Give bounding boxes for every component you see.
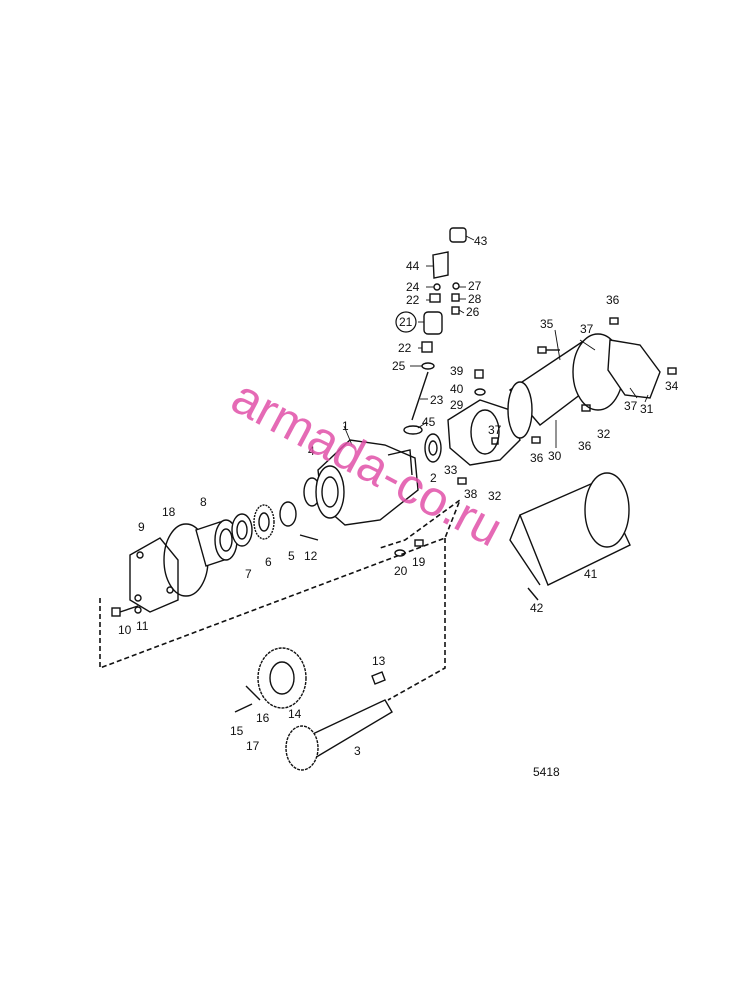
callout-31: 31 bbox=[640, 402, 654, 416]
callout-45: 45 bbox=[422, 415, 436, 429]
callout-11: 11 bbox=[136, 619, 149, 633]
part-25-washer bbox=[421, 362, 435, 370]
shaft-dashed-link bbox=[387, 538, 446, 701]
part-16-lockplate bbox=[245, 685, 261, 701]
diagram-reference-number: 5418 bbox=[533, 765, 560, 779]
part-41-sleeve bbox=[509, 472, 631, 586]
part-43-cap bbox=[449, 227, 467, 243]
part-24-nut bbox=[433, 283, 441, 291]
callout-6: 6 bbox=[265, 555, 272, 569]
callout-16: 16 bbox=[256, 711, 270, 725]
callout-labels: 1 2 3 4 5 6 7 8 9 10 11 12 13 14 15 16 1… bbox=[118, 234, 679, 758]
callout-21: 21 bbox=[399, 315, 413, 329]
part-21-body bbox=[423, 311, 443, 335]
callout-41: 41 bbox=[584, 567, 598, 581]
callout-22-lower: 22 bbox=[398, 341, 412, 355]
part-30-axle-tube bbox=[507, 333, 624, 439]
part-9-flange-plate bbox=[129, 537, 179, 613]
callout-2: 2 bbox=[430, 471, 437, 485]
callout-21-circle bbox=[395, 311, 417, 333]
part-5-ring bbox=[279, 501, 297, 527]
callout-37-right: 37 bbox=[624, 399, 638, 413]
callout-25: 25 bbox=[392, 359, 406, 373]
callout-10: 10 bbox=[118, 623, 132, 637]
callout-37-center: 37 bbox=[488, 423, 502, 437]
callout-7: 7 bbox=[245, 567, 252, 581]
callout-37-top: 37 bbox=[580, 322, 594, 336]
callout-35: 35 bbox=[540, 317, 554, 331]
callout-12: 12 bbox=[304, 549, 318, 563]
part-27-ball bbox=[452, 282, 460, 290]
part-22-bushing-upper bbox=[429, 293, 441, 303]
part-22-bushing-lower bbox=[421, 341, 433, 353]
callout-23: 23 bbox=[430, 393, 444, 407]
part-12-pin bbox=[299, 534, 319, 541]
callout-24: 24 bbox=[406, 280, 420, 294]
part-31-end-flange bbox=[607, 339, 661, 399]
part-14-gear bbox=[257, 647, 307, 709]
callout-14: 14 bbox=[288, 707, 302, 721]
part-13-key bbox=[371, 671, 386, 685]
part-26-plug bbox=[451, 306, 460, 315]
callout-36-top: 36 bbox=[606, 293, 620, 307]
part-28-spring bbox=[451, 293, 460, 302]
callout-20: 20 bbox=[394, 564, 408, 578]
callout-30: 30 bbox=[548, 449, 562, 463]
part-3-shaft bbox=[285, 699, 393, 771]
callout-33: 33 bbox=[444, 463, 458, 477]
part-44-valve-body bbox=[432, 251, 449, 279]
callout-22-upper: 22 bbox=[406, 293, 420, 307]
callout-44: 44 bbox=[406, 259, 420, 273]
callout-36-left: 36 bbox=[530, 451, 544, 465]
callout-29: 29 bbox=[450, 398, 464, 412]
callout-36-mid: 36 bbox=[578, 439, 592, 453]
callout-5: 5 bbox=[288, 549, 295, 563]
callout-34: 34 bbox=[665, 379, 679, 393]
callout-42: 42 bbox=[530, 601, 544, 615]
callout-38: 38 bbox=[464, 487, 478, 501]
callout-39: 39 bbox=[450, 364, 464, 378]
fasteners bbox=[111, 317, 677, 617]
callout-40: 40 bbox=[450, 382, 464, 396]
callout-32-right: 32 bbox=[597, 427, 611, 441]
callout-13: 13 bbox=[372, 654, 386, 668]
callout-43: 43 bbox=[474, 234, 488, 248]
callout-19: 19 bbox=[412, 555, 426, 569]
callout-18: 18 bbox=[162, 505, 176, 519]
assembly-dashed-outline bbox=[99, 497, 462, 670]
part-29-cover bbox=[447, 399, 521, 466]
part-8-bearing bbox=[195, 519, 238, 567]
callout-9: 9 bbox=[138, 520, 145, 534]
leader-lines bbox=[343, 235, 649, 448]
part-7-spacer bbox=[231, 513, 253, 547]
part-23-pipe bbox=[411, 371, 429, 421]
part-1-housing bbox=[315, 439, 419, 526]
callout-8: 8 bbox=[200, 495, 207, 509]
part-15-bolt bbox=[234, 703, 253, 713]
callout-4: 4 bbox=[308, 444, 315, 458]
callout-27: 27 bbox=[468, 279, 482, 293]
callout-17: 17 bbox=[246, 739, 260, 753]
callout-1: 1 bbox=[342, 419, 349, 433]
callout-32-center: 32 bbox=[488, 489, 502, 503]
part-42-bolt bbox=[527, 587, 539, 601]
part-45-washer bbox=[403, 425, 423, 435]
part-2-bearing bbox=[424, 433, 442, 463]
callout-3: 3 bbox=[354, 744, 361, 758]
callout-15: 15 bbox=[230, 724, 244, 738]
callout-28: 28 bbox=[468, 292, 482, 306]
callout-26: 26 bbox=[466, 305, 480, 319]
part-6-gear bbox=[253, 504, 275, 540]
